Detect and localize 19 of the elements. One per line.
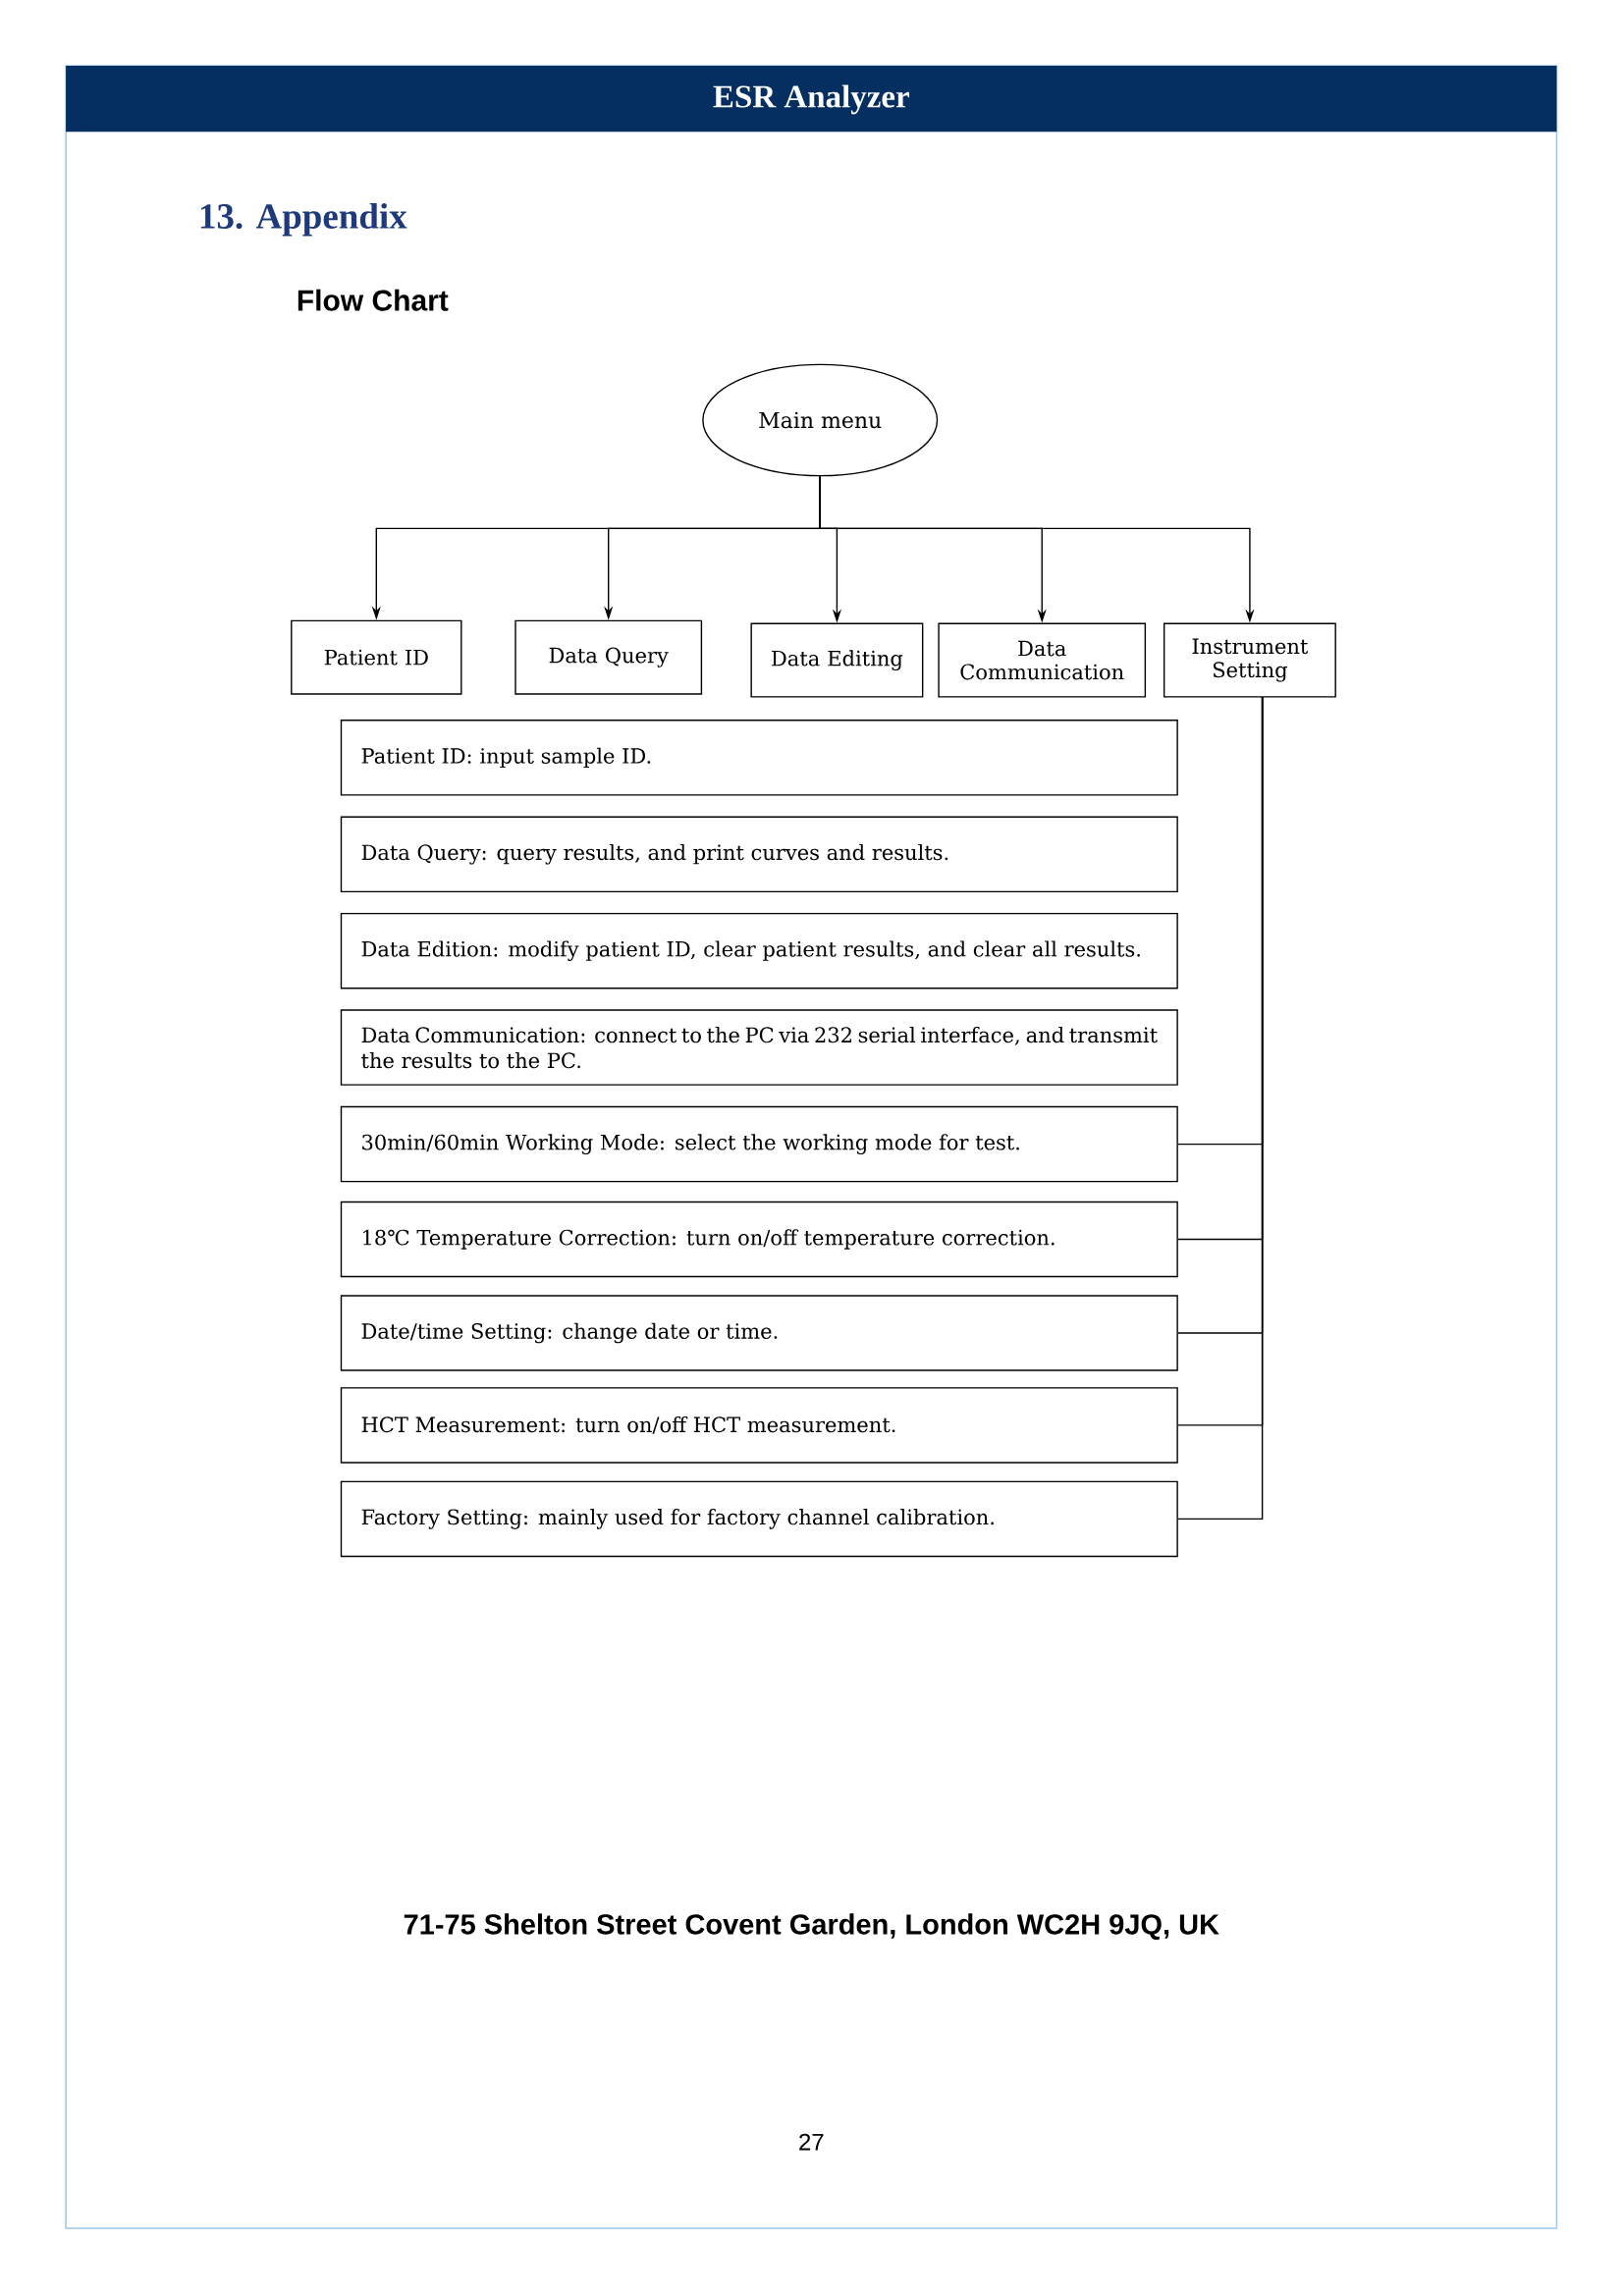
menu-box: Patient ID — [291, 619, 462, 695]
menu-box: Data Query — [514, 619, 703, 695]
description-box: 30min/60min Working Mode: select the working mode for test. — [340, 1105, 1178, 1183]
description-box: Date/time Setting: change date or time. — [340, 1295, 1178, 1371]
menu-box: Data Editing — [750, 622, 924, 698]
description-box: Data Edition: modify patient ID, clear patient results, and clear all results. — [340, 912, 1178, 989]
description-box: Patient ID: input sample ID. — [340, 720, 1178, 796]
page-number: 27 — [799, 2133, 824, 2151]
menu-box: Data Communication — [938, 622, 1147, 698]
description-box: Data Query: query results, and print curves and results. — [340, 816, 1178, 893]
description-box: HCT Measurement: turn on/off HCT measurement. — [340, 1387, 1178, 1464]
description-box: Factory Setting: mainly used for factory channel calibration. — [340, 1480, 1178, 1558]
section-heading: 13. Appendix — [200, 202, 407, 237]
description-box: Data Communication: connect to the PC via 232 serial interface, and transmit the results to the PC. — [340, 1009, 1178, 1086]
address: 71-75 Shelton Street Covent Garden, London WC2H 9JQ, UK — [404, 1913, 1219, 1941]
header-bar: ESR Analyzer — [66, 66, 1557, 133]
menu-box: Instrument Setting — [1163, 622, 1336, 698]
description-box: 18℃ Temperature Correction: turn on/off temperature correction. — [340, 1201, 1178, 1278]
subheading: Flow Chart — [298, 289, 449, 311]
